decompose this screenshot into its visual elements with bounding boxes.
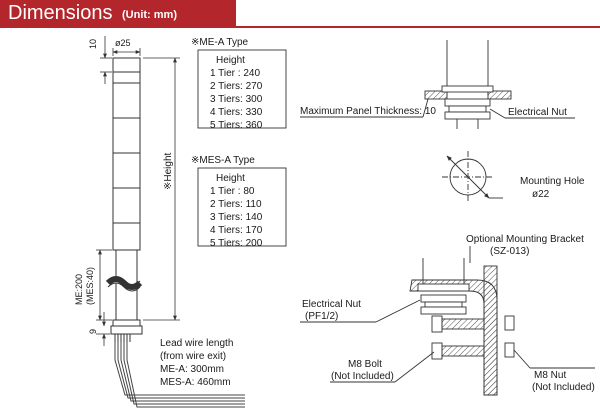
mes-a-row: 1 Tier : 80 (210, 186, 255, 197)
me-a-row: 3 Tiers: 300 (210, 94, 263, 105)
lead-wire-line: ME-A: 300mm (160, 364, 224, 375)
nut-top (444, 98, 491, 107)
bolt-leader (394, 351, 435, 383)
bolt-label: M8 Bolt (348, 359, 382, 370)
signal-tower (105, 57, 143, 342)
lead-wire (120, 342, 245, 402)
bracket-model: (SZ-013) (490, 246, 529, 257)
bolt-shank (441, 345, 485, 357)
bolt-note: (Not Included) (331, 371, 394, 382)
mes-a-row: 4 Tiers: 170 (210, 225, 263, 236)
hole-dim-line (446, 155, 490, 199)
base-length-label-b: (MES:40) (85, 267, 95, 305)
bolt-head (431, 342, 443, 360)
panel-nut-label: Electrical Nut (508, 107, 567, 118)
nut-leader (489, 108, 506, 119)
bracket-nut-label: Electrical Nut (302, 299, 361, 310)
break-mark (107, 282, 141, 292)
bracket-nut-model: (PF1/2) (305, 311, 338, 322)
m8-nut (504, 315, 515, 331)
lead-wire-line: MES-A: 460mm (160, 377, 231, 388)
flange (417, 283, 470, 292)
m8nut-note: (Not Included) (532, 382, 595, 393)
mes-a-row: 2 Tiers: 110 (210, 199, 262, 210)
bracket-detail (300, 246, 595, 396)
header-banner (0, 0, 236, 28)
base-height-label: 9 (88, 329, 98, 334)
header-rule (236, 26, 600, 28)
me-a-row: 5 Tiers: 360 (210, 120, 263, 131)
nut-leader (375, 299, 421, 323)
nut-bottom (420, 306, 467, 315)
m8nut-label: M8 Nut (534, 370, 566, 381)
tower-base (110, 325, 143, 335)
mounting-hole-diameter: ø22 (532, 189, 550, 200)
tower-base-nut (112, 319, 141, 327)
nut-top (420, 294, 467, 303)
break-mark (107, 276, 141, 286)
bolt-head (431, 315, 443, 333)
header-unit: (Unit: mm) (122, 9, 177, 21)
lead-wire-line: Lead wire length (160, 338, 233, 349)
panel-mount-detail (300, 40, 575, 129)
mes-a-header: Height (216, 173, 245, 184)
header-title: Dimensions (8, 2, 113, 24)
tower-cap (112, 57, 141, 73)
bracket-plate (483, 265, 498, 396)
height-label: ※Height (163, 152, 174, 190)
break-mark-bg (105, 276, 143, 290)
flange (441, 85, 494, 93)
me-a-row: 1 Tier : 240 (210, 68, 260, 79)
header-bar: Dimensions (Unit: mm) (0, 0, 600, 28)
mes-a-row: 5 Tiers: 200 (210, 238, 263, 249)
nut-bottom (444, 111, 491, 120)
me-a-row: 4 Tiers: 330 (210, 107, 263, 118)
lead-wire (117, 342, 245, 399)
panel-section (487, 90, 512, 100)
m8-nut (504, 342, 515, 358)
me-a-row: 2 Tiers: 270 (210, 81, 263, 92)
mes-a-row: 3 Tiers: 140 (210, 212, 263, 223)
me-a-title: ※ME-A Type (191, 37, 249, 48)
lead-wire (126, 342, 245, 408)
me-a-table-box (197, 49, 287, 129)
top-gap-label: 10 (88, 39, 98, 49)
nut-ring (448, 105, 487, 113)
me-a-header: Height (216, 55, 245, 66)
nut-ring (424, 301, 463, 308)
mounting-hole-detail (442, 151, 503, 203)
diameter-label: ø25 (115, 38, 131, 48)
lead-wire (123, 342, 245, 405)
thickness-leader (422, 98, 429, 118)
lead-wires (114, 342, 245, 408)
lead-wire-line: (from wire exit) (160, 351, 226, 362)
lead-wire (114, 342, 245, 396)
tower-dimensions (96, 36, 180, 346)
bolt-shank (441, 318, 485, 330)
panel-thickness-label: Maximum Panel Thickness: 10 (300, 106, 436, 117)
base-length-label-a: ME:200 (74, 274, 84, 305)
panel-section (424, 90, 448, 100)
bracket-title: Optional Mounting Bracket (466, 234, 584, 245)
mes-a-table-box (197, 167, 287, 247)
mes-a-title: ※MES-A Type (191, 155, 255, 166)
mounting-hole-label: Mounting Hole (520, 176, 585, 187)
m8nut-leader (513, 349, 531, 369)
